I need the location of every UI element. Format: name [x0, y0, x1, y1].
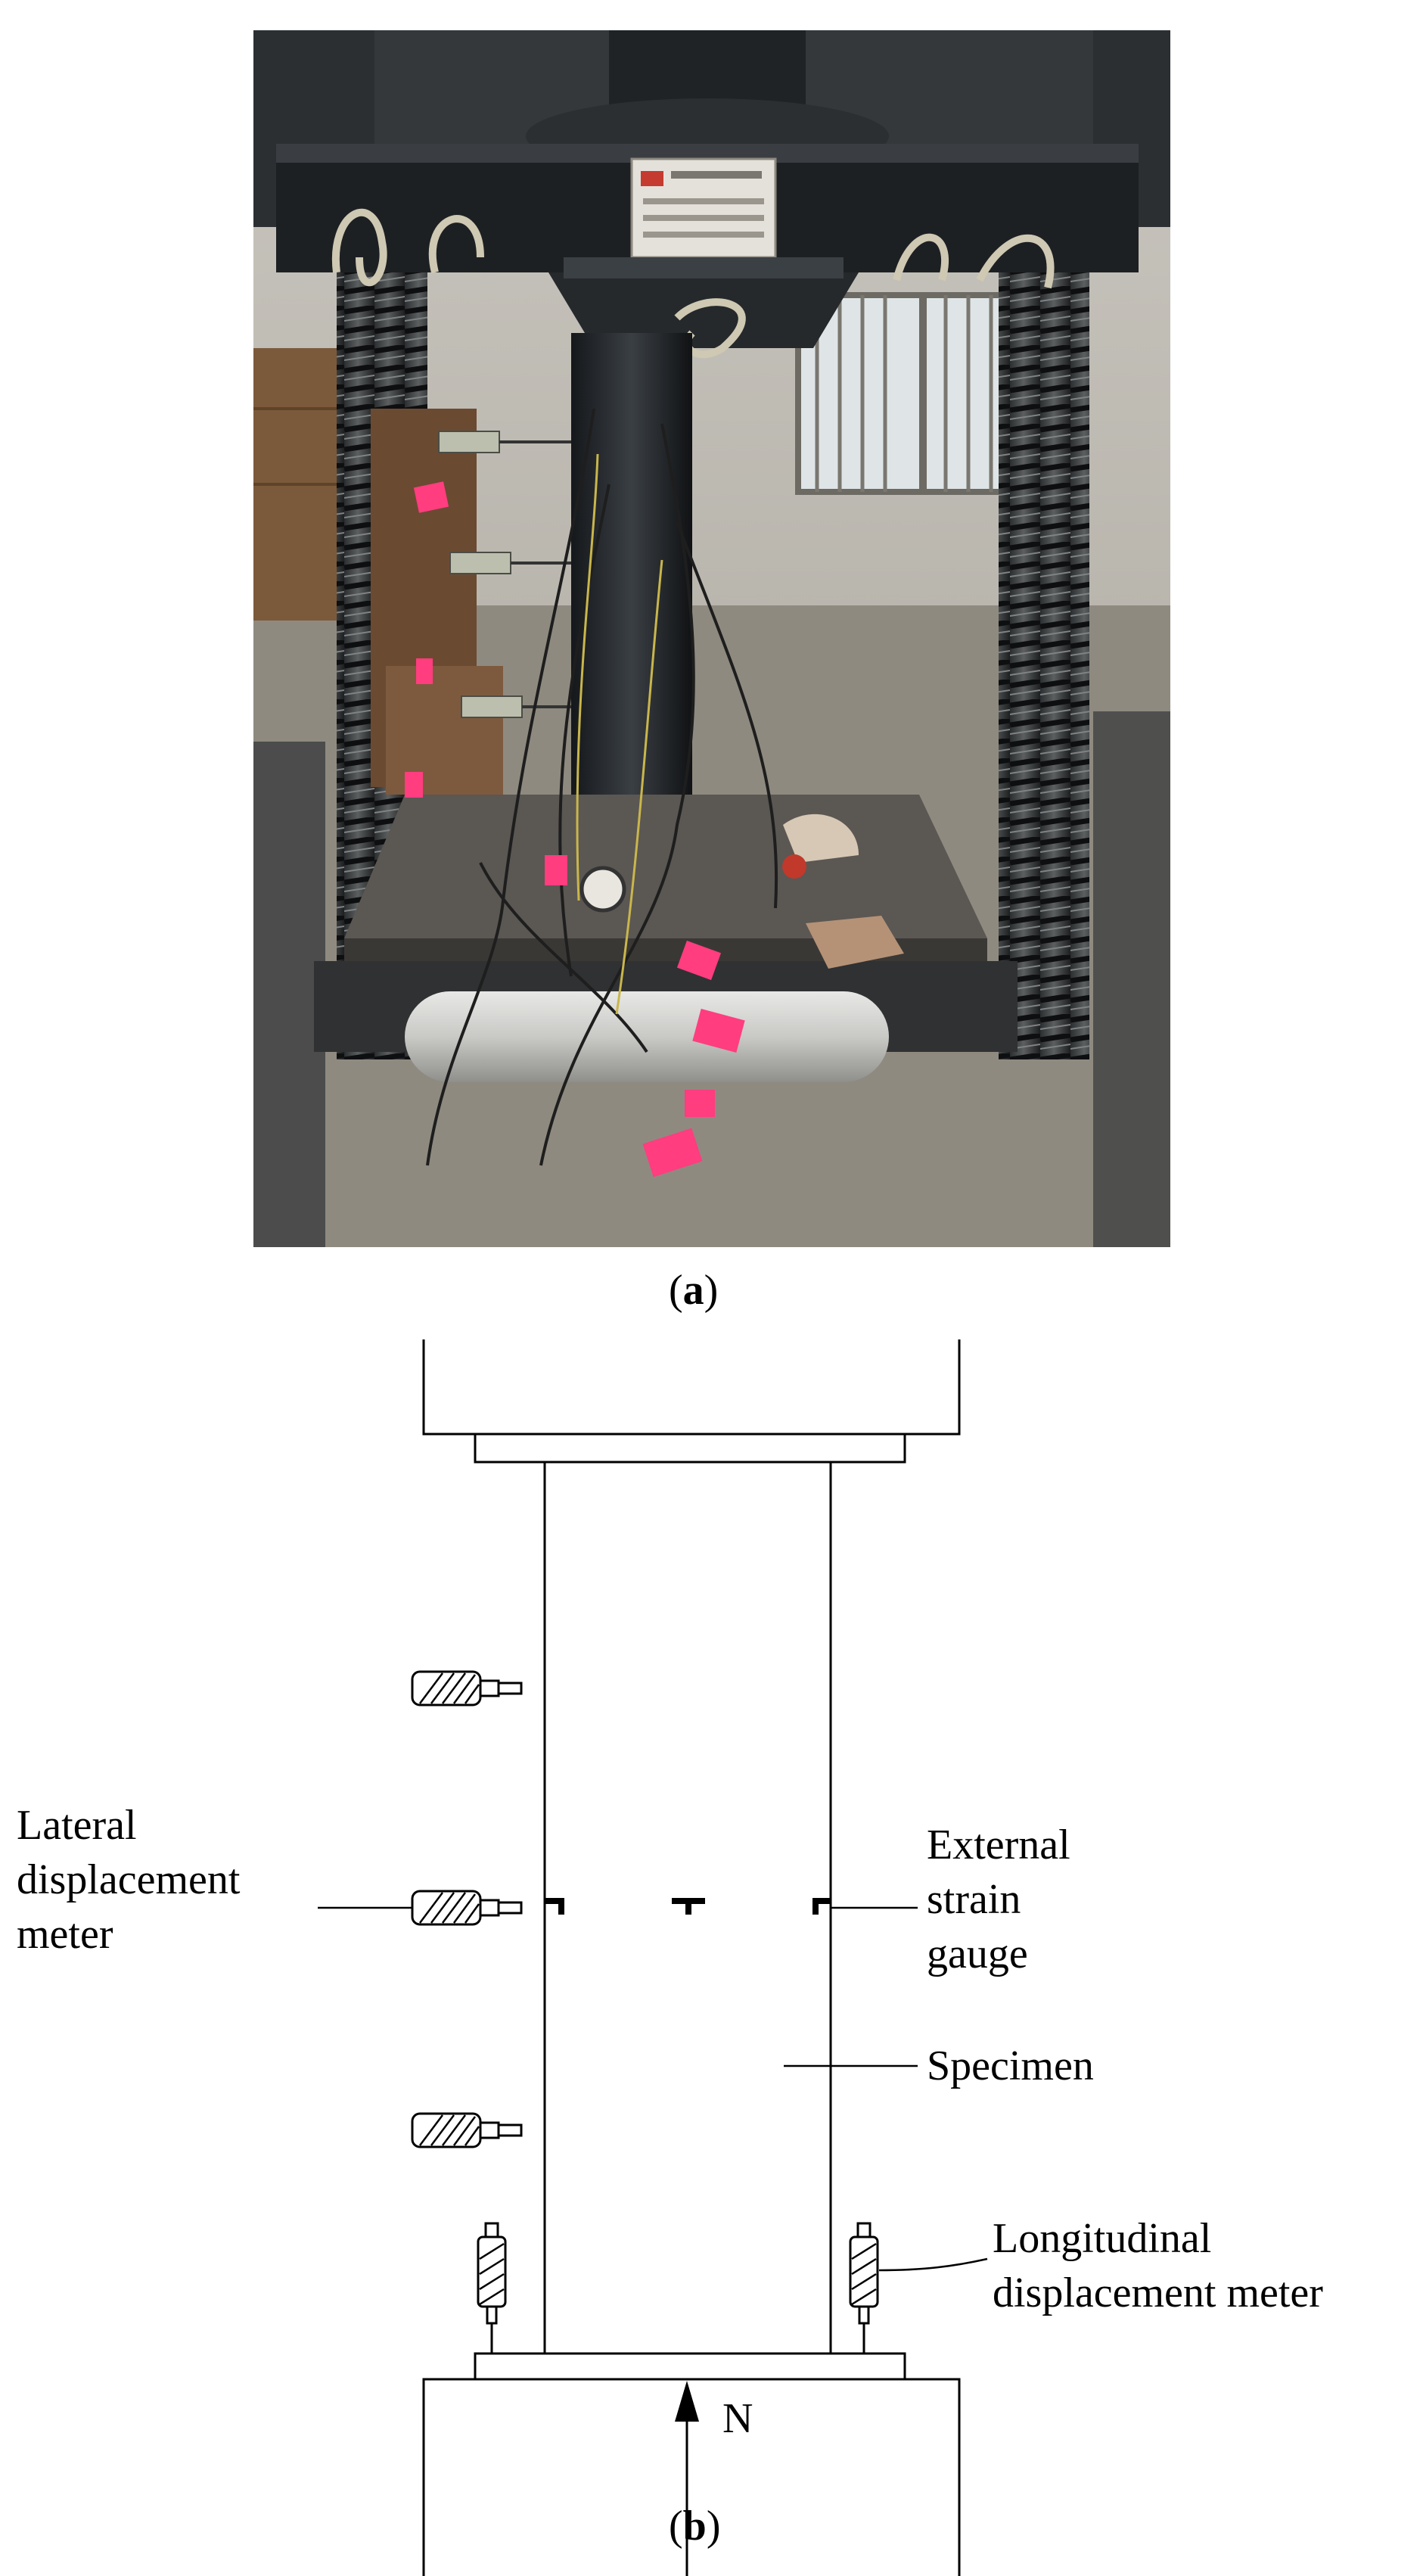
strain-gauges: [545, 1898, 831, 1915]
top-loading-head: [422, 1339, 961, 1436]
caption-a-close: ): [704, 1267, 719, 1314]
label-line: strain: [927, 1876, 1021, 1923]
base-plate: [344, 795, 987, 938]
label-external-strain-gauge: External strain gauge: [927, 1818, 1070, 1981]
label-line: N: [722, 2395, 753, 2442]
label-line: Specimen: [927, 2042, 1094, 2089]
label-longitudinal-displacement-meter: Longitudinal displacement meter: [993, 2211, 1323, 2320]
label-load-n: N: [722, 2391, 753, 2446]
load-arrow: [675, 2381, 699, 2576]
label-line: displacement: [17, 1856, 241, 1903]
caption-b: (b): [669, 2505, 720, 2547]
wires: [426, 408, 778, 1166]
label-line: meter: [17, 1911, 113, 1958]
longitudinal-meter-right: [849, 2222, 879, 2354]
label-line: gauge: [927, 1930, 1028, 1977]
bottom-base: [422, 2378, 961, 2576]
threaded-column-right: [999, 227, 1089, 1059]
lateral-meter-2: [411, 1890, 523, 1926]
setup-diagram: [318, 1339, 988, 2576]
caption-b-letter: b: [682, 2503, 707, 2550]
test-setup-photo: [253, 30, 1170, 1247]
caption-b-close: ): [706, 2503, 721, 2550]
caption-a: (a): [669, 1269, 718, 1311]
leader-lines: [318, 1906, 988, 2272]
strain-tags: [405, 481, 745, 1178]
label-line: Longitudinal: [993, 2215, 1212, 2262]
label-specimen: Specimen: [927, 2039, 1094, 2093]
label-line: displacement meter: [993, 2270, 1323, 2316]
top-plate: [474, 1433, 906, 1464]
caption-b-open: (: [669, 2503, 683, 2550]
photo-lateral-meters: [438, 431, 523, 718]
label-line: External: [927, 1822, 1070, 1868]
label-lateral-displacement-meter: Lateral displacement meter: [17, 1798, 240, 1962]
photo-specimen: [571, 333, 692, 848]
label-line: Lateral: [17, 1802, 137, 1849]
lateral-meter-1: [411, 1670, 523, 1706]
lateral-meter-3: [411, 2112, 523, 2148]
roller: [405, 991, 889, 1082]
bottom-plate: [474, 2352, 906, 2381]
dial-gauge: [579, 866, 626, 913]
caption-a-letter: a: [682, 1267, 704, 1314]
cables-top: [331, 208, 1055, 359]
caption-a-open: (: [669, 1267, 683, 1314]
longitudinal-meter-left: [477, 2222, 507, 2354]
